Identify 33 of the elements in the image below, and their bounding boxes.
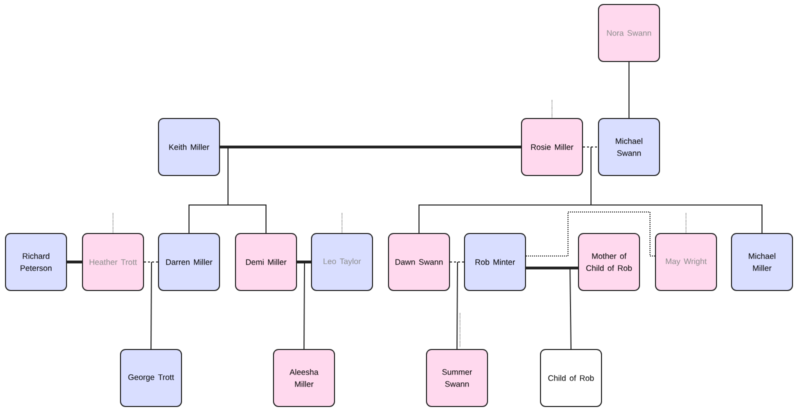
person-box: Mother of Child of Rob xyxy=(578,232,640,291)
person-box: Rob Minter xyxy=(464,232,526,291)
person-box: Michael Swann xyxy=(598,118,660,176)
person-box: Child of Rob xyxy=(540,348,602,407)
connector-line xyxy=(297,260,311,264)
person-box: George Trott xyxy=(120,348,182,407)
connector-line xyxy=(628,62,630,118)
person-box: Leo Taylor xyxy=(311,232,373,291)
person-box: Demi Miller xyxy=(235,232,297,291)
connector-line xyxy=(304,261,305,350)
connector-line xyxy=(582,146,598,148)
person-box: Dawn Swann xyxy=(388,232,450,291)
connector-line xyxy=(590,146,762,234)
person-box: Richard Peterson xyxy=(5,232,67,291)
person-box: Aleesha Miller xyxy=(273,348,335,407)
person-box: Darren Miller xyxy=(158,232,220,291)
connector-line xyxy=(67,260,82,264)
person-box: May Wright xyxy=(655,232,717,291)
connector-line xyxy=(220,146,521,148)
person-box: Summer Swann xyxy=(426,348,488,407)
person-box: Michael Miller xyxy=(731,232,793,291)
person-box: Rosie Miller xyxy=(521,118,583,176)
connector-line xyxy=(456,261,458,350)
connector-line xyxy=(526,266,578,270)
connector-line xyxy=(150,261,152,350)
connector-line xyxy=(144,261,158,262)
connector-line xyxy=(526,211,656,256)
person-box: Heather Trott xyxy=(82,232,144,291)
person-box: Nora Swann xyxy=(598,4,660,62)
person-box: Keith Miller xyxy=(158,118,220,176)
connector-line xyxy=(228,146,266,234)
connector-line xyxy=(450,261,464,262)
connector-line xyxy=(570,267,572,350)
